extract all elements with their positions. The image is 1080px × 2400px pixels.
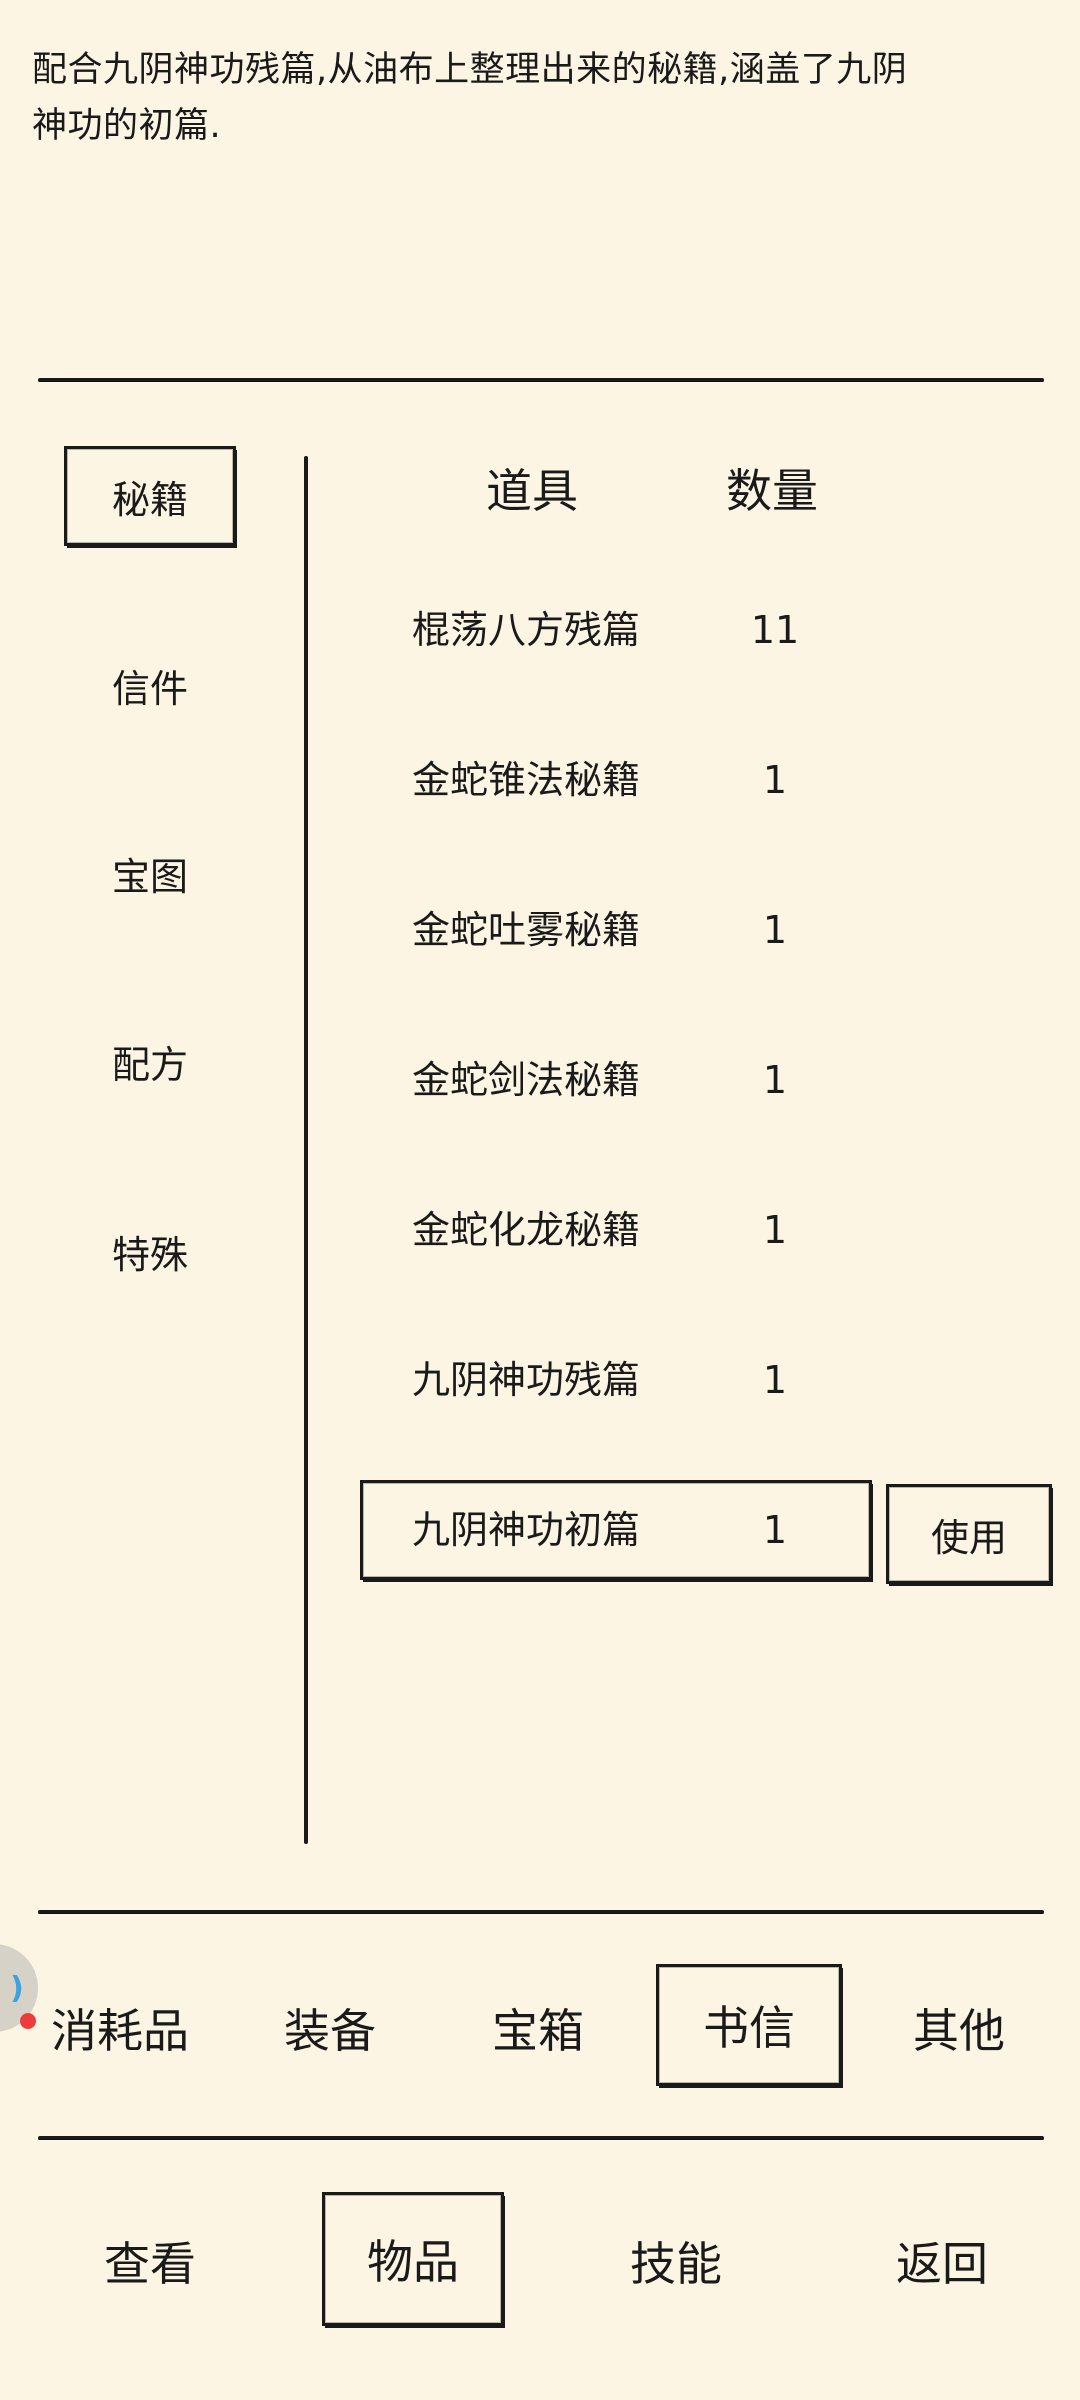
- category-label: 配方: [111, 1042, 188, 1087]
- use-button-label: 使用: [930, 1515, 1007, 1560]
- category-label: 特殊: [111, 1232, 188, 1277]
- item-name: 金蛇锥法秘籍: [412, 758, 641, 802]
- item-name: 九阴神功初篇: [412, 1508, 641, 1552]
- nav-items[interactable]: 物品: [322, 2192, 504, 2326]
- nav-skills[interactable]: 技能: [614, 2194, 738, 2328]
- category-divider: [304, 456, 308, 1844]
- category-secret-manuals[interactable]: 秘籍: [64, 446, 236, 546]
- tabs-top-divider: [38, 1910, 1044, 1914]
- selected-item-row[interactable]: [360, 1480, 872, 1580]
- nav-view[interactable]: 查看: [88, 2194, 212, 2328]
- item-quantity: 1: [762, 758, 788, 802]
- nav-back[interactable]: 返回: [880, 2194, 1004, 2328]
- item-name: 金蛇化龙秘籍: [412, 1208, 641, 1252]
- top-divider: [38, 378, 1044, 382]
- category-recipes[interactable]: 配方: [60, 1028, 240, 1094]
- item-quantity: 1: [762, 1208, 788, 1252]
- item-quantity: 1: [762, 908, 788, 952]
- category-label: 秘籍: [111, 477, 188, 522]
- item-name: 金蛇剑法秘籍: [412, 1058, 641, 1102]
- nav-label: 技能: [630, 2237, 722, 2291]
- item-quantity: 1: [762, 1508, 788, 1552]
- nav-top-divider: [38, 2136, 1044, 2140]
- item-description: 配合九阴神功残篇,从油布上整理出来的秘籍,涵盖了九阴 神功的初篇.: [32, 42, 1012, 154]
- nav-label: 查看: [104, 2237, 196, 2291]
- header-item: 道具: [486, 464, 578, 518]
- category-label: 信件: [111, 666, 188, 711]
- category-treasure-maps[interactable]: 宝图: [60, 840, 240, 906]
- tab-treasure-chests[interactable]: 宝箱: [478, 1968, 598, 2088]
- category-label: 宝图: [111, 854, 188, 899]
- tab-label: 宝箱: [492, 2004, 584, 2058]
- category-letters[interactable]: 信件: [60, 652, 240, 718]
- tab-equipment[interactable]: 装备: [270, 1968, 390, 2088]
- item-name: 九阴神功残篇: [412, 1358, 641, 1402]
- nav-label: 物品: [367, 2235, 459, 2289]
- item-quantity: 1: [762, 1058, 788, 1102]
- description-line-2: 神功的初篇.: [32, 106, 222, 146]
- side-handle-glyph: ): [10, 1970, 24, 2006]
- tab-other[interactable]: 其他: [898, 1968, 1020, 2088]
- tab-label: 消耗品: [51, 2004, 189, 2058]
- notification-dot: [20, 2013, 36, 2029]
- item-quantity: 11: [750, 608, 800, 652]
- item-name: 棍荡八方残篇: [412, 608, 641, 652]
- category-special[interactable]: 特殊: [60, 1218, 240, 1284]
- use-button[interactable]: 使用: [886, 1484, 1052, 1584]
- item-quantity: 1: [762, 1358, 788, 1402]
- tab-label: 其他: [913, 2004, 1005, 2058]
- tab-label: 书信: [703, 2001, 795, 2055]
- tab-letters[interactable]: 书信: [656, 1964, 842, 2086]
- tab-consumables[interactable]: 消耗品: [48, 1968, 192, 2088]
- item-name: 金蛇吐雾秘籍: [412, 908, 641, 952]
- header-quantity: 数量: [726, 464, 818, 518]
- description-line-1: 配合九阴神功残篇,从油布上整理出来的秘籍,涵盖了九阴: [32, 50, 908, 90]
- tab-label: 装备: [284, 2004, 376, 2058]
- nav-label: 返回: [896, 2237, 988, 2291]
